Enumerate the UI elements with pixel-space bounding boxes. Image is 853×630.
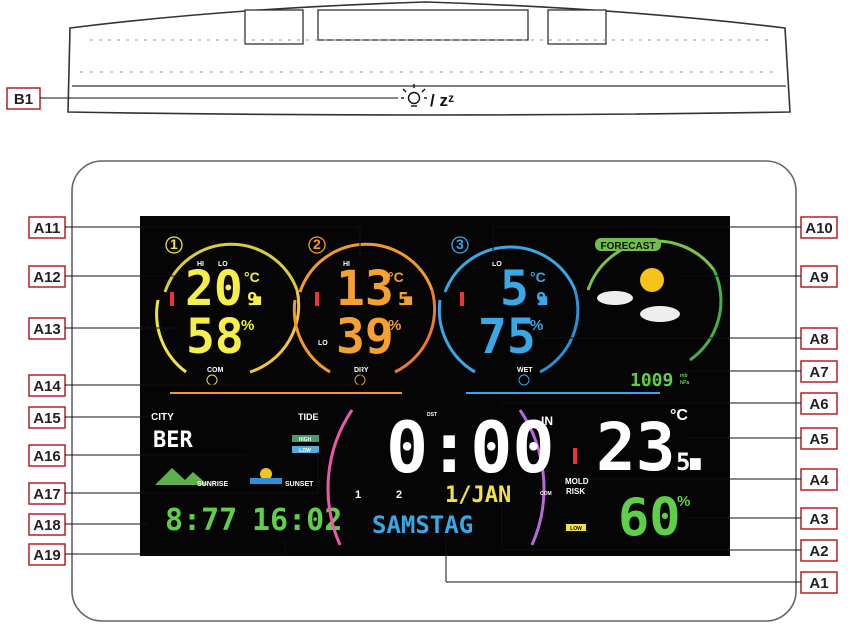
svg-text:A18: A18: [33, 517, 61, 534]
ch3-temperature: 5.: [500, 261, 558, 317]
svg-text:RISK: RISK: [566, 487, 585, 496]
thermometer-icon: [170, 292, 174, 306]
svg-text:A9: A9: [809, 269, 828, 286]
ch1-temperature: 20.: [185, 261, 272, 317]
callouts-left: A11 A12 A13 A14 A15 A16 A17 A18 A19: [28, 216, 362, 566]
svg-text:9: 9: [247, 289, 258, 310]
callout-b1: B1: [6, 87, 398, 110]
indoor-humidity: 60: [618, 488, 681, 548]
svg-text:A1: A1: [809, 575, 828, 592]
channel-1: 1 HI LO 20. 9 °C 58 % COM: [155, 236, 301, 386]
svg-text:A6: A6: [809, 396, 828, 413]
svg-text:A14: A14: [33, 378, 61, 395]
svg-text:LO: LO: [218, 261, 228, 268]
bulb-icon: [401, 84, 427, 107]
city-code: BER: [153, 428, 193, 453]
svg-text:TIDE: TIDE: [298, 412, 319, 422]
svg-text:DST: DST: [427, 412, 437, 418]
svg-text:MOLD: MOLD: [565, 477, 589, 486]
svg-text:A19: A19: [33, 547, 61, 564]
svg-text:A7: A7: [809, 364, 828, 381]
svg-text:%: %: [388, 317, 401, 334]
device-front-view: [71, 160, 797, 622]
svg-text:LOW: LOW: [299, 448, 311, 454]
svg-text:WET: WET: [517, 367, 533, 374]
ch2-temperature: 13.: [336, 261, 423, 317]
sunset-time: 16:02: [252, 503, 342, 538]
snooze-symbol: / zᶻ: [430, 91, 454, 110]
sun-times-panel: SUNRISE SUNSET 8:77 16:02: [155, 468, 342, 538]
device-top-view: [67, 1, 791, 116]
sunrise-icon: [155, 468, 208, 485]
svg-text:°C: °C: [670, 407, 688, 424]
svg-text:COM: COM: [207, 367, 224, 374]
alarm-2-icon: 2: [396, 489, 402, 501]
svg-text:A17: A17: [33, 486, 61, 503]
sunset-icon: [250, 478, 282, 484]
svg-text:A4: A4: [809, 472, 829, 489]
svg-text:%: %: [241, 317, 254, 334]
svg-text:SUNRISE: SUNRISE: [197, 481, 228, 488]
svg-text:A13: A13: [33, 321, 61, 338]
indoor-temperature: 23.: [596, 409, 715, 486]
svg-text:A8: A8: [809, 331, 828, 348]
svg-text:A10: A10: [805, 220, 833, 237]
weekday: SAMSTAG: [372, 511, 473, 539]
alarm-1-icon: 1: [355, 489, 361, 501]
svg-text:3: 3: [456, 236, 464, 252]
svg-text:HIGH: HIGH: [299, 437, 312, 443]
svg-text:°C: °C: [388, 269, 404, 285]
svg-text:LO: LO: [318, 340, 328, 347]
clock-time: 0:00: [386, 407, 555, 489]
svg-text:5: 5: [398, 289, 409, 310]
svg-text:9: 9: [536, 289, 547, 310]
ch3-humidity: 75: [478, 309, 536, 365]
svg-text:CITY: CITY: [151, 412, 174, 423]
svg-text:A5: A5: [809, 431, 828, 448]
svg-text:hPa: hPa: [680, 380, 689, 386]
svg-text:%: %: [677, 493, 690, 510]
svg-text:LOW: LOW: [570, 526, 582, 532]
svg-text:COM: COM: [540, 491, 552, 497]
svg-text:°C: °C: [530, 269, 546, 285]
svg-text:A2: A2: [809, 543, 828, 560]
svg-text:2: 2: [313, 236, 321, 252]
indoor-label: IN: [541, 414, 553, 428]
svg-text:%: %: [530, 317, 543, 334]
svg-text:HI: HI: [343, 261, 350, 268]
svg-text:1: 1: [170, 236, 178, 252]
light-snooze-button: / zᶻ: [401, 84, 454, 110]
forecast-label: FORECAST: [601, 241, 656, 252]
forecast-panel: FORECAST 1009 mb hPa: [586, 238, 723, 391]
svg-text:A15: A15: [33, 410, 61, 427]
pressure-value: 1009: [630, 370, 673, 391]
clock-panel: 0:00 DST 1 2 1/JAN SAMSTAG: [326, 407, 555, 546]
svg-text:A11: A11: [34, 220, 61, 237]
svg-text:A12: A12: [33, 269, 61, 286]
callouts-right: A10 A9 A8 A7 A6 A5 A4 A3 A2 A1: [445, 216, 838, 594]
date: 1/JAN: [445, 483, 511, 508]
svg-text:5: 5: [676, 448, 690, 476]
svg-text:B1: B1: [14, 91, 33, 108]
channel-3: 3 LO 5. 9 °C 75 % WET: [437, 236, 580, 386]
city-panel: CITY BER TIDE HIGH LOW: [151, 412, 319, 454]
sun-cloud-icon: [597, 268, 680, 322]
svg-text:°C: °C: [244, 269, 260, 285]
svg-text:A16: A16: [33, 448, 61, 465]
ch2-humidity: 39: [336, 309, 394, 365]
svg-text:mb: mb: [680, 373, 688, 379]
svg-text:HI: HI: [197, 261, 204, 268]
svg-text:A3: A3: [809, 511, 828, 528]
ch1-humidity: 58: [186, 309, 244, 365]
svg-text:LO: LO: [492, 261, 502, 268]
sunrise-time: 8:77: [165, 503, 237, 538]
channel-2: 2 HI 13. 5 °C LO 39 % DRY: [292, 236, 437, 386]
svg-text:SUNSET: SUNSET: [285, 481, 314, 488]
indoor-panel: IN 23. 5 °C MOLD RISK COM LOW 60 %: [540, 407, 715, 548]
